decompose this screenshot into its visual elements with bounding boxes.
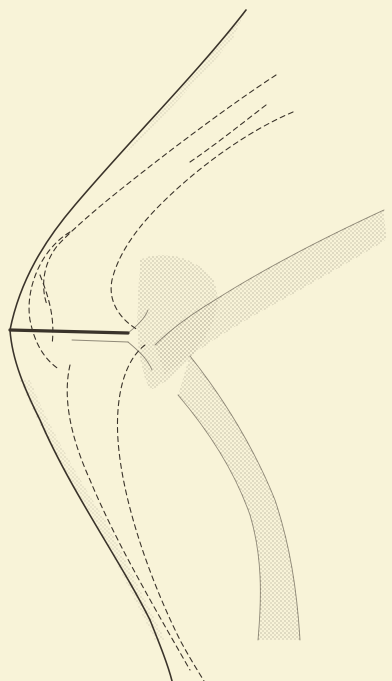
patella-inner-outline [40, 275, 53, 345]
joint-line [10, 330, 128, 333]
shin-dashed-line [67, 365, 190, 670]
patella-outline [29, 232, 70, 370]
joint-mass-shading [137, 255, 217, 390]
joint-line-detail [72, 340, 128, 342]
lower-limb-shading [178, 356, 300, 640]
shin-shading [20, 380, 165, 640]
thigh-dashed-line-upper [190, 105, 266, 162]
